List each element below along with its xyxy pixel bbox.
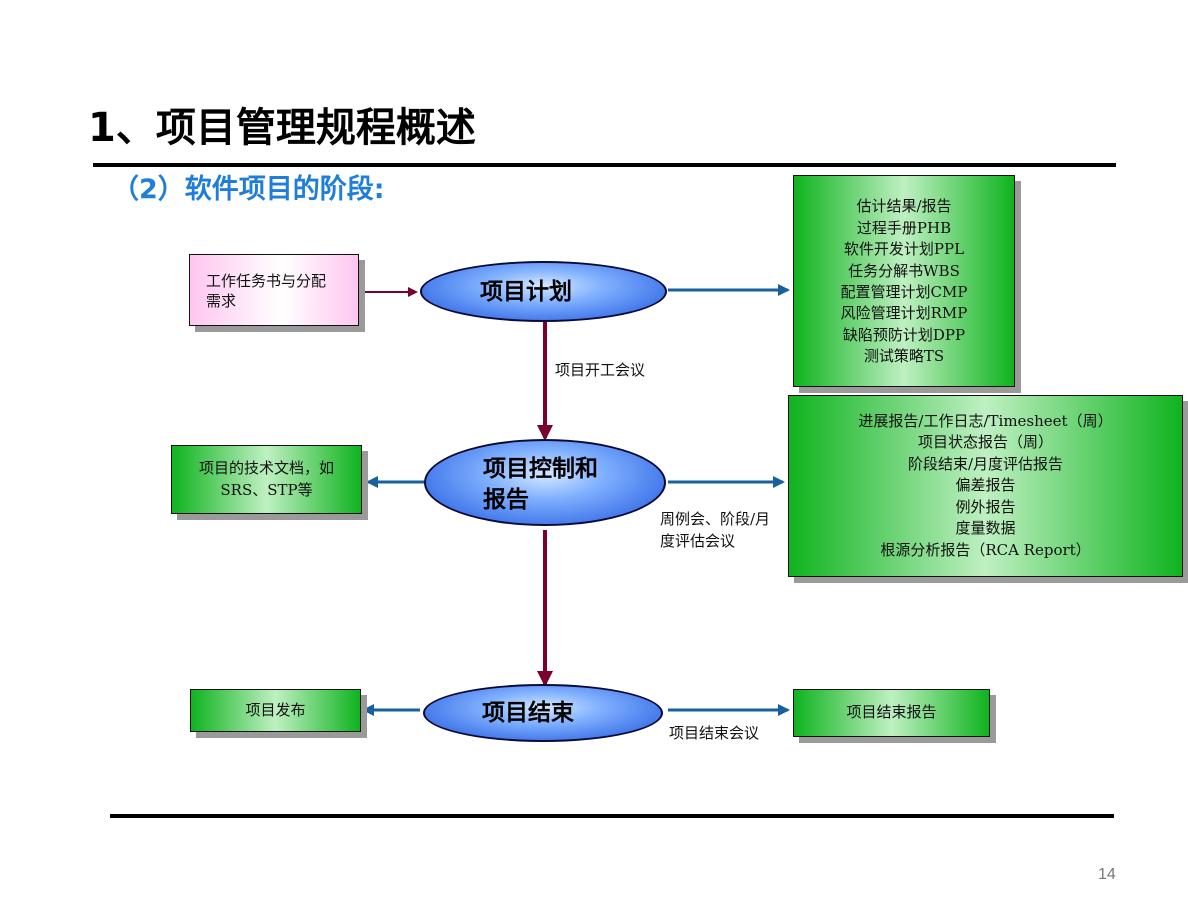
control-output-item: 根源分析报告（RCA Report） <box>880 540 1091 559</box>
control-output-item: 阶段结束/月度评估报告 <box>907 454 1064 473</box>
control-output-item: 偏差报告 <box>955 476 1016 495</box>
edge-label-line: 周例会、阶段/月 <box>660 510 771 528</box>
input-box-line: 需求 <box>206 292 237 310</box>
output-box-line: SRS、STP等 <box>220 480 313 499</box>
section-subtitle: （2）软件项目的阶段: <box>112 174 385 205</box>
output-box-release: 项目发布 <box>190 689 361 732</box>
edge-label-line: 度评估会议 <box>660 532 736 550</box>
output-box-line: 项目发布 <box>245 700 306 719</box>
phase-label: 项目结束 <box>482 700 574 726</box>
input-box-line: 工作任务书与分配 <box>206 272 327 290</box>
edge-label-kickoff-meeting: 项目开工会议 <box>555 361 646 379</box>
output-box-plan-documents: 估计结果/报告 过程手册PHB 软件开发计划PPL 任务分解书WBS 配置管理计… <box>793 175 1015 387</box>
phase-label: 项目控制和 <box>483 456 598 482</box>
page-number: 14 <box>1098 866 1116 883</box>
phase-ellipse-plan: 项目计划 <box>420 261 667 322</box>
plan-output-item: 估计结果/报告 <box>856 197 952 216</box>
title-rule <box>93 163 1116 167</box>
output-box-closing-report: 项目结束报告 <box>793 689 990 737</box>
plan-output-item: 风险管理计划RMP <box>840 304 968 323</box>
output-box-line: 项目的技术文档，如 <box>198 459 334 478</box>
edge-label-weekly-meeting: 周例会、阶段/月 度评估会议 <box>660 508 770 552</box>
slide-title: 1、项目管理规程概述 <box>88 105 476 151</box>
plan-output-item: 配置管理计划CMP <box>840 283 968 301</box>
phase-ellipse-close: 项目结束 <box>423 684 663 742</box>
footer-rule <box>110 814 1114 818</box>
output-box-control-reports: 进展报告/工作日志/Timesheet（周） 项目状态报告（周） 阶段结束/月度… <box>788 395 1183 577</box>
plan-output-item: 缺陷预防计划DPP <box>842 325 966 344</box>
control-output-item: 度量数据 <box>955 519 1016 538</box>
phase-label: 项目计划 <box>480 279 572 305</box>
plan-output-item: 测试策略TS <box>863 347 945 366</box>
output-box-tech-docs: 项目的技术文档，如 SRS、STP等 <box>171 445 362 514</box>
plan-output-item: 任务分解书WBS <box>848 261 960 280</box>
control-output-item: 项目状态报告（周） <box>917 433 1053 452</box>
edge-label-closing-meeting: 项目结束会议 <box>669 724 760 742</box>
phase-ellipse-control: 项目控制和 报告 <box>424 439 666 526</box>
output-box-line: 项目结束报告 <box>846 703 937 722</box>
input-box-task-statement: 工作任务书与分配 需求 <box>189 254 359 326</box>
control-output-item: 例外报告 <box>955 497 1016 516</box>
plan-output-item: 过程手册PHB <box>856 218 952 237</box>
phase-label: 报告 <box>483 487 529 513</box>
plan-output-item: 软件开发计划PPL <box>843 240 965 259</box>
control-output-item: 进展报告/工作日志/Timesheet（周） <box>858 412 1113 431</box>
